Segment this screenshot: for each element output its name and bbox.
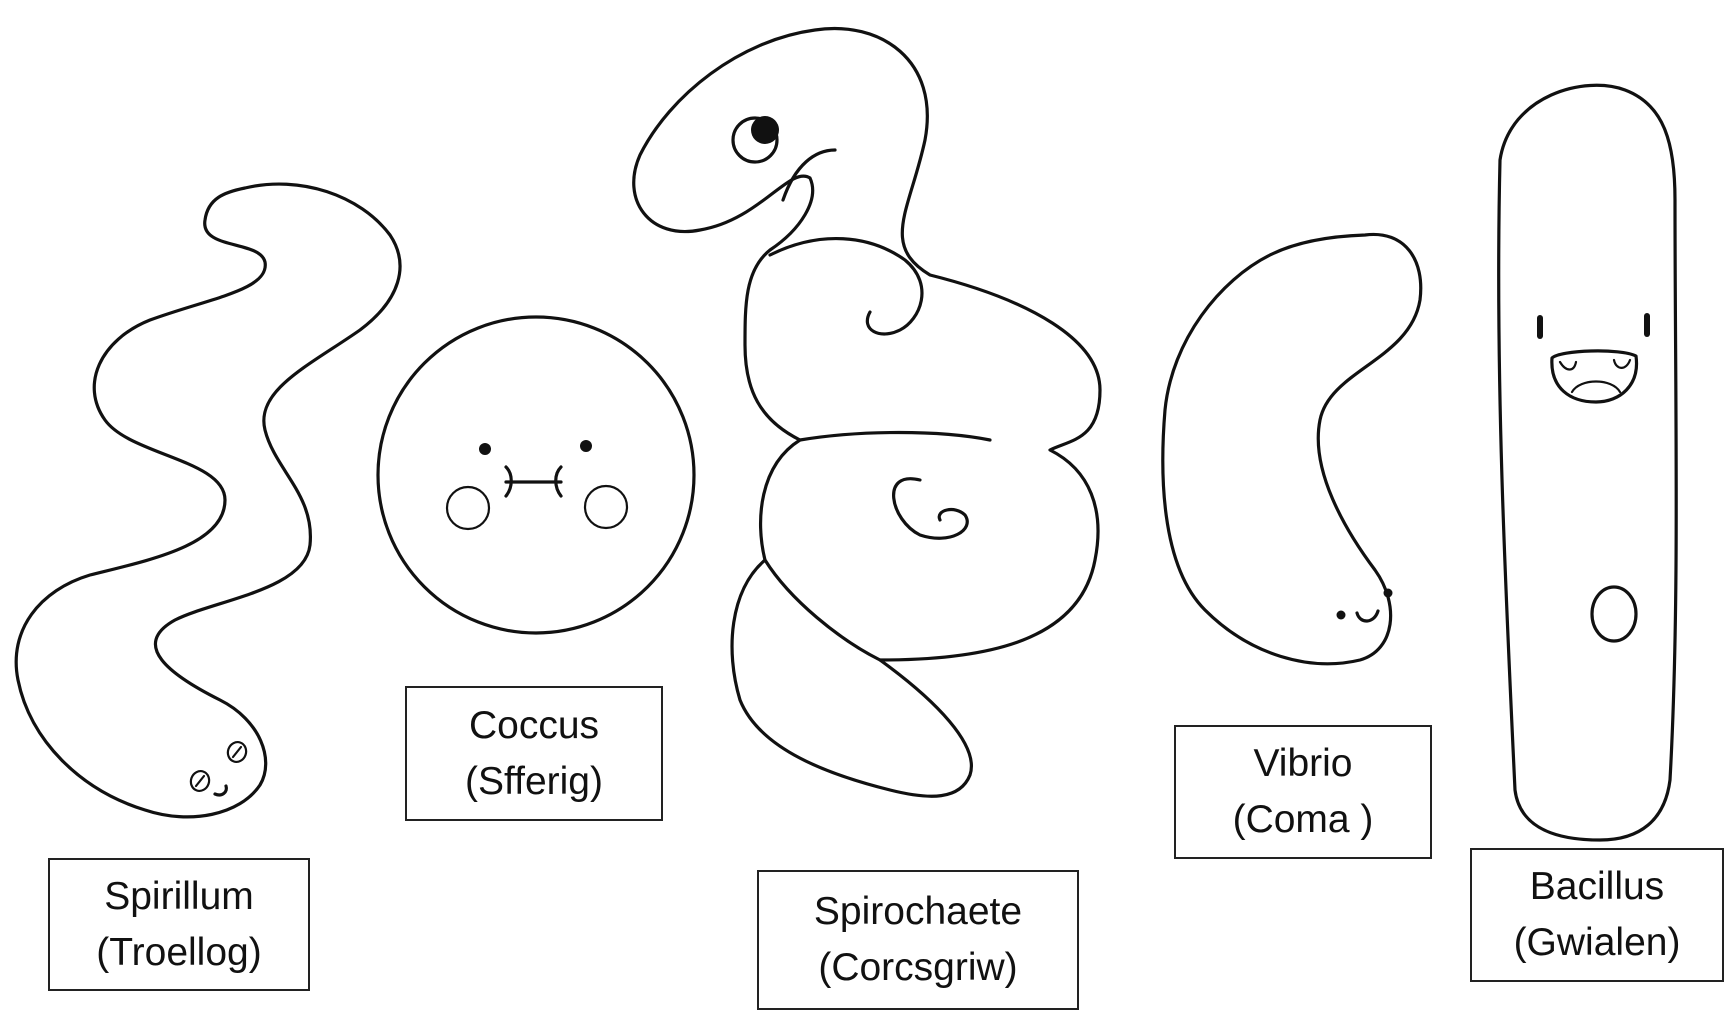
- vibrio-right-eye: [1384, 589, 1393, 598]
- vibrio-mouth: [1357, 611, 1378, 621]
- coccus-name: Coccus: [469, 698, 599, 754]
- spirochaete-label: Spirochaete (Corcsgriw): [757, 870, 1079, 1010]
- spirochaete-inner-coil-low: [894, 479, 968, 539]
- spirillum-welsh-name: (Troellog): [96, 925, 261, 981]
- spirillum-mouth: [215, 786, 226, 795]
- spirochaete-welsh-name: (Corcsgriw): [818, 940, 1017, 996]
- coccus-label: Coccus (Sfferig): [405, 686, 663, 821]
- coccus-left-eye: [479, 443, 491, 455]
- spirillum-drawing: [16, 184, 400, 817]
- coccus-left-cheek: [447, 487, 489, 529]
- bacillus-name: Bacillus: [1530, 859, 1664, 915]
- coccus-welsh-name: (Sfferig): [465, 754, 603, 810]
- vibrio-body: [1163, 234, 1421, 663]
- spirochaete-inner-coil-top: [770, 239, 922, 334]
- bacillus-teeth: [1560, 360, 1630, 392]
- bacillus-label: Bacillus (Gwialen): [1470, 848, 1724, 982]
- spirillum-label: Spirillum (Troellog): [48, 858, 310, 991]
- spirillum-right-pupil: [233, 747, 241, 757]
- vibrio-welsh-name: (Coma ): [1233, 792, 1374, 848]
- vibrio-drawing: [1163, 234, 1421, 663]
- coccus-body: [378, 317, 694, 633]
- vibrio-name: Vibrio: [1253, 736, 1352, 792]
- bacillus-drawing: [1499, 85, 1677, 840]
- bacillus-mouth: [1552, 351, 1637, 402]
- bacillus-spot: [1592, 587, 1636, 641]
- spirochaete-name: Spirochaete: [814, 884, 1022, 940]
- spirillum-name: Spirillum: [104, 869, 254, 925]
- coccus-right-eye: [580, 440, 592, 452]
- coccus-right-cheek: [585, 486, 627, 528]
- vibrio-left-eye: [1337, 611, 1346, 620]
- spirochaete-inner-coil-mid: [800, 433, 990, 441]
- bacillus-welsh-name: (Gwialen): [1514, 915, 1681, 971]
- spirochaete-body: [634, 28, 1100, 796]
- spirochaete-pupil: [751, 116, 779, 144]
- spirochaete-mouth: [783, 150, 835, 200]
- bacillus-body: [1499, 85, 1677, 840]
- spirochaete-drawing: [634, 28, 1100, 796]
- vibrio-label: Vibrio (Coma ): [1174, 725, 1432, 859]
- coccus-mouth: [506, 467, 561, 496]
- spirillum-left-pupil: [196, 776, 204, 786]
- spirillum-body: [16, 184, 400, 817]
- coccus-drawing: [378, 317, 694, 633]
- spirochaete-inner-coil-bottom: [765, 560, 880, 660]
